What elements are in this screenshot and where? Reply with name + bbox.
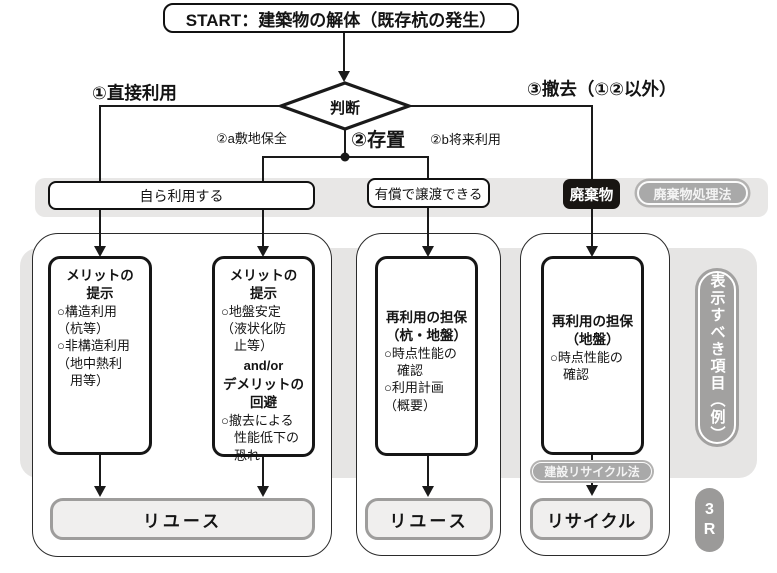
waste-law-pill: 廃棄物処理法	[637, 181, 748, 205]
and-or-connector: and/or	[243, 357, 284, 373]
merit-box-site-body: ○地盤安定 （液状化防 止等）	[221, 303, 287, 354]
branch-future-use-label: ②b将来利用	[430, 132, 501, 147]
reuse-leave-label: リユース	[389, 511, 469, 531]
recycle-box: リサイクル	[530, 498, 653, 540]
reuse-box-direct: リユース	[50, 498, 315, 540]
start-node: START：建築物の解体（既存杭の発生）	[163, 3, 519, 33]
guarantee-pile-heading: 再利用の担保 （杭・地盤）	[386, 310, 467, 343]
merit-box-site-preservation: メリットの 提示 ○地盤安定 （液状化防 止等） and/or デメリットの 回…	[212, 256, 315, 463]
waste-law-label: 廃棄物処理法	[653, 186, 732, 202]
guarantee-ground-body: ○時点性能の 確認	[550, 349, 623, 383]
waste-label: 廃棄物	[569, 187, 614, 204]
merit-box-site-heading: メリットの 提示	[229, 268, 298, 301]
paid-transfer-label: 有償で譲渡できる	[374, 187, 483, 202]
branch-direct-use-label: ①直接利用	[92, 83, 177, 103]
reuse-direct-label: リユース	[142, 511, 223, 531]
display-items-pill: 表示すべき項目（例）	[695, 268, 739, 447]
start-node-label: START：建築物の解体（既存杭の発生）	[185, 10, 497, 30]
guarantee-box-ground: 再利用の担保 （地盤） ○時点性能の 確認	[541, 256, 644, 455]
recycle-law-label: 建設リサイクル法	[544, 465, 640, 479]
self-use-label: 自ら利用する	[139, 187, 224, 204]
paid-transfer-box: 有償で譲渡できる	[367, 178, 490, 208]
merit-box-direct-use-heading: メリットの 提示	[66, 268, 134, 301]
guarantee-ground-heading: 再利用の担保 （地盤）	[552, 314, 633, 347]
decision-label: 判断	[329, 99, 360, 117]
waste-box: 廃棄物	[563, 179, 620, 209]
self-use-box: 自ら利用する	[48, 181, 315, 210]
guarantee-pile-body: ○時点性能の 確認 ○利用計画 （概要）	[384, 345, 457, 413]
branch-removal-label: ③撤去（①②以外）	[527, 79, 677, 99]
recycle-law-pill: 建設リサイクル法	[532, 462, 652, 481]
reuse-box-leave: リユース	[365, 498, 493, 540]
recycle-label: リサイクル	[546, 511, 637, 531]
guarantee-box-pile-ground: 再利用の担保 （杭・地盤） ○時点性能の 確認 ○利用計画 （概要）	[375, 256, 478, 456]
display-items-pill-ring: 表示すべき項目（例）	[698, 271, 736, 444]
merit-box-direct-use-body: ○構造利用 （杭等） ○非構造利用 （地中熱利 用等）	[57, 303, 130, 389]
decision-diamond	[276, 81, 414, 131]
merit-box-direct-use: メリットの 提示 ○構造利用 （杭等） ○非構造利用 （地中熱利 用等）	[48, 256, 152, 455]
branch-site-preservation-label: ②a敷地保全	[216, 131, 287, 146]
demerit-heading: デメリットの 回避	[223, 377, 304, 410]
three-r-pill: 3 R	[695, 488, 724, 552]
display-items-label: 表示すべき項目（例）	[708, 273, 726, 443]
branch-leave-label: ②存置	[351, 130, 406, 151]
demerit-body: ○撤去による 性能低下の 恐れ	[221, 412, 300, 463]
